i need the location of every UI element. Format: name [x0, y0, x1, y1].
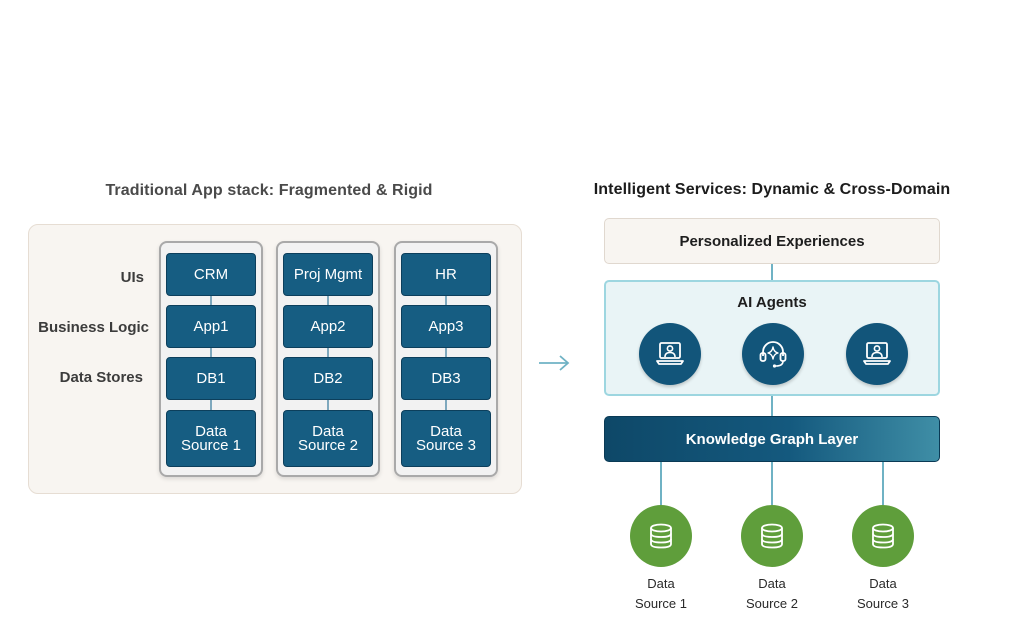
knowledge-graph-layer-label: Knowledge Graph Layer: [685, 430, 859, 448]
data-source-label-3-line1: Data: [869, 576, 897, 591]
data-source-label-3: Data Source 3: [833, 574, 933, 614]
agent-2: [742, 323, 804, 385]
connector-kg-source-1: [660, 462, 662, 505]
laptop-user-icon: [863, 342, 891, 365]
data-source-block-1: Data Source 1: [166, 410, 256, 467]
data-source-label-1-line1: Data: [647, 576, 675, 591]
row-label-uis: UIs: [120, 269, 144, 286]
left-title: Traditional App stack: Fragmented & Rigi…: [105, 182, 433, 199]
ui-block-hr: HR: [401, 253, 491, 296]
database-icon: [650, 523, 672, 549]
right-arrow-icon: [539, 355, 570, 371]
data-source-block-3: Data Source 3: [401, 410, 491, 467]
row-label-data-stores: Data Stores: [59, 369, 143, 386]
data-source-label-2: Data Source 2: [722, 574, 822, 614]
row-label-business-logic: Business Logic: [38, 319, 149, 336]
ui-block-crm: CRM: [166, 253, 256, 296]
laptop-user-icon: [656, 342, 684, 365]
connector-kg-source-2: [771, 462, 773, 505]
app-block-app1: App1: [166, 305, 256, 348]
data-source-block-2: Data Source 2: [283, 410, 373, 467]
data-source-label-2-line2: Source 2: [745, 596, 799, 611]
knowledge-graph-layer-box: Knowledge Graph Layer: [604, 416, 940, 462]
personalized-experiences-box: Personalized Experiences: [604, 218, 940, 264]
headset-sparkle-icon: [759, 341, 787, 368]
data-source-node-2: [741, 505, 803, 567]
agent-3: [846, 323, 908, 385]
db-block-db2: DB2: [283, 357, 373, 400]
data-source-label-2-line1: Data: [758, 576, 786, 591]
personalized-experiences-label: Personalized Experiences: [679, 232, 865, 250]
ai-agents-title: AI Agents: [737, 294, 807, 311]
right-title: Intelligent Services: Dynamic & Cross-Do…: [593, 181, 951, 198]
data-source-label-3-line2: Source 3: [856, 596, 910, 611]
connector-agents-kg: [771, 396, 773, 416]
connector-pers-agents: [771, 264, 773, 280]
ai-agents-box: AI Agents: [604, 280, 940, 396]
column-3-connector: [445, 296, 447, 410]
db-block-db3: DB3: [401, 357, 491, 400]
app-block-app2: App2: [283, 305, 373, 348]
database-icon: [761, 523, 783, 549]
connector-kg-source-3: [882, 462, 884, 505]
db-block-db1: DB1: [166, 357, 256, 400]
column-1-connector: [210, 296, 212, 410]
data-source-node-3: [852, 505, 914, 567]
data-source-label-1-line2: Source 1: [634, 596, 688, 611]
data-source-node-1: [630, 505, 692, 567]
column-2-connector: [327, 296, 329, 410]
app-block-app3: App3: [401, 305, 491, 348]
agent-1: [639, 323, 701, 385]
database-icon: [872, 523, 894, 549]
ui-block-proj-mgmt: Proj Mgmt: [283, 253, 373, 296]
data-source-label-1: Data Source 1: [611, 574, 711, 614]
